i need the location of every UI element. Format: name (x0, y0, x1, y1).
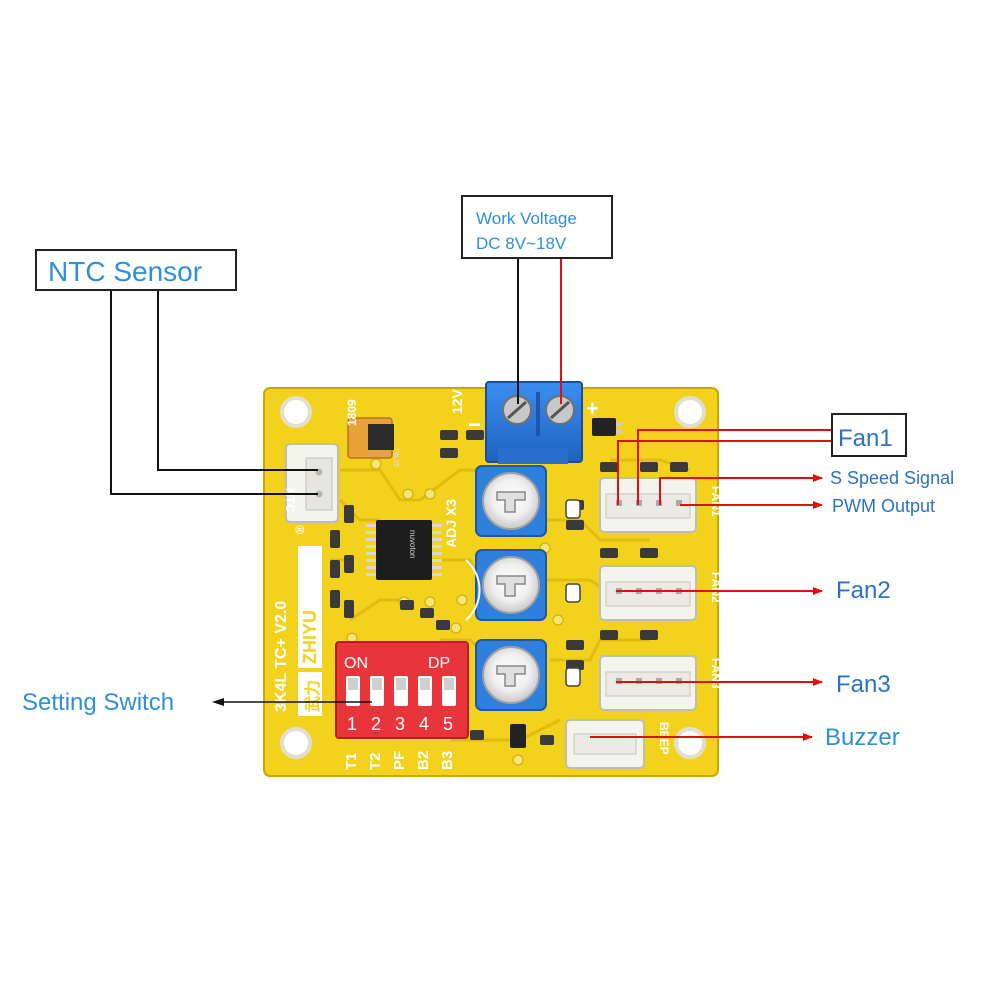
work-voltage-label: Work Voltage (476, 209, 577, 228)
silkscreen: 1809 NTC 12V − + ADJ X3 FAN1 FAN2 FAN3 B… (273, 388, 723, 770)
ntc-sensor-label: NTC Sensor (48, 256, 202, 287)
adj-label: ADJ X3 (443, 499, 459, 548)
dip-number-3: 3 (395, 714, 405, 734)
buzzer-label: Buzzer (825, 724, 900, 751)
voltage-label: 12V (449, 388, 465, 414)
fan3-label: Fan3 (836, 671, 891, 698)
beep-silk: BEEP (657, 722, 671, 755)
power-terminal-block (485, 381, 583, 464)
mosfet-transistor (592, 418, 622, 436)
work-voltage-callout: Work Voltage DC 8V~18V (461, 195, 613, 259)
s-speed-signal-label: S Speed Signal (830, 468, 954, 488)
dip-number-2: 2 (371, 714, 381, 734)
pcb-board: 78L05 nuvoton (263, 381, 723, 777)
dc-range-label: DC 8V~18V (476, 234, 567, 253)
registered-mark: ® (293, 525, 307, 534)
dip-function-t2: T2 (367, 752, 384, 770)
potentiometer-1 (475, 465, 547, 537)
plus-sign: + (586, 396, 599, 421)
dip-function-b3: B3 (439, 751, 456, 770)
voltage-regulator: 78L05 (347, 417, 399, 468)
dip-number-1: 1 (347, 714, 357, 734)
minus-sign: − (468, 412, 481, 437)
potentiometer-3 (475, 639, 547, 711)
microcontroller-chip: nuvoton (366, 520, 442, 580)
fan1-silk: FAN1 (709, 486, 723, 517)
ntc-label: NTC (283, 488, 297, 513)
ntc-connector (285, 443, 339, 523)
pwm-output-label: PWM Output (832, 496, 935, 516)
logo-text: 武力 (303, 680, 322, 712)
batch-label: 1809 (345, 399, 359, 426)
dip-function-labels: T1 T2 PF B2 B3 (343, 751, 456, 770)
fan1-label: Fan1 (838, 425, 893, 452)
chip-text: nuvoton (408, 530, 417, 558)
callout-lines (110, 258, 832, 741)
buzzer-transistor (510, 724, 526, 748)
dip-function-pf: PF (391, 751, 408, 770)
fan1-callout: Fan1 (831, 413, 907, 457)
dip-function-b2: B2 (415, 751, 432, 770)
fan1-connector (599, 477, 697, 533)
model-label: 3K4L TC+ V2.0 (273, 601, 290, 712)
fan2-label: Fan2 (836, 577, 891, 604)
potentiometer-2 (475, 549, 547, 621)
buzzer-connector (565, 719, 645, 769)
dip-on-label: ON (344, 655, 368, 672)
setting-switch-label: Setting Switch (22, 689, 174, 716)
fan2-connector (599, 565, 697, 621)
fan2-silk: FAN2 (709, 572, 723, 603)
brand-label: ZHIYU (300, 610, 320, 664)
led-indicators (565, 499, 581, 687)
fan3-silk: FAN3 (709, 658, 723, 689)
dip-dp-label: DP (428, 655, 450, 672)
dip-number-4: 4 (419, 714, 429, 734)
regulator-text: 78L05 (392, 448, 399, 468)
dip-number-5: 5 (443, 714, 453, 734)
dip-function-t1: T1 (343, 752, 360, 770)
ntc-sensor-callout: NTC Sensor (35, 249, 237, 291)
